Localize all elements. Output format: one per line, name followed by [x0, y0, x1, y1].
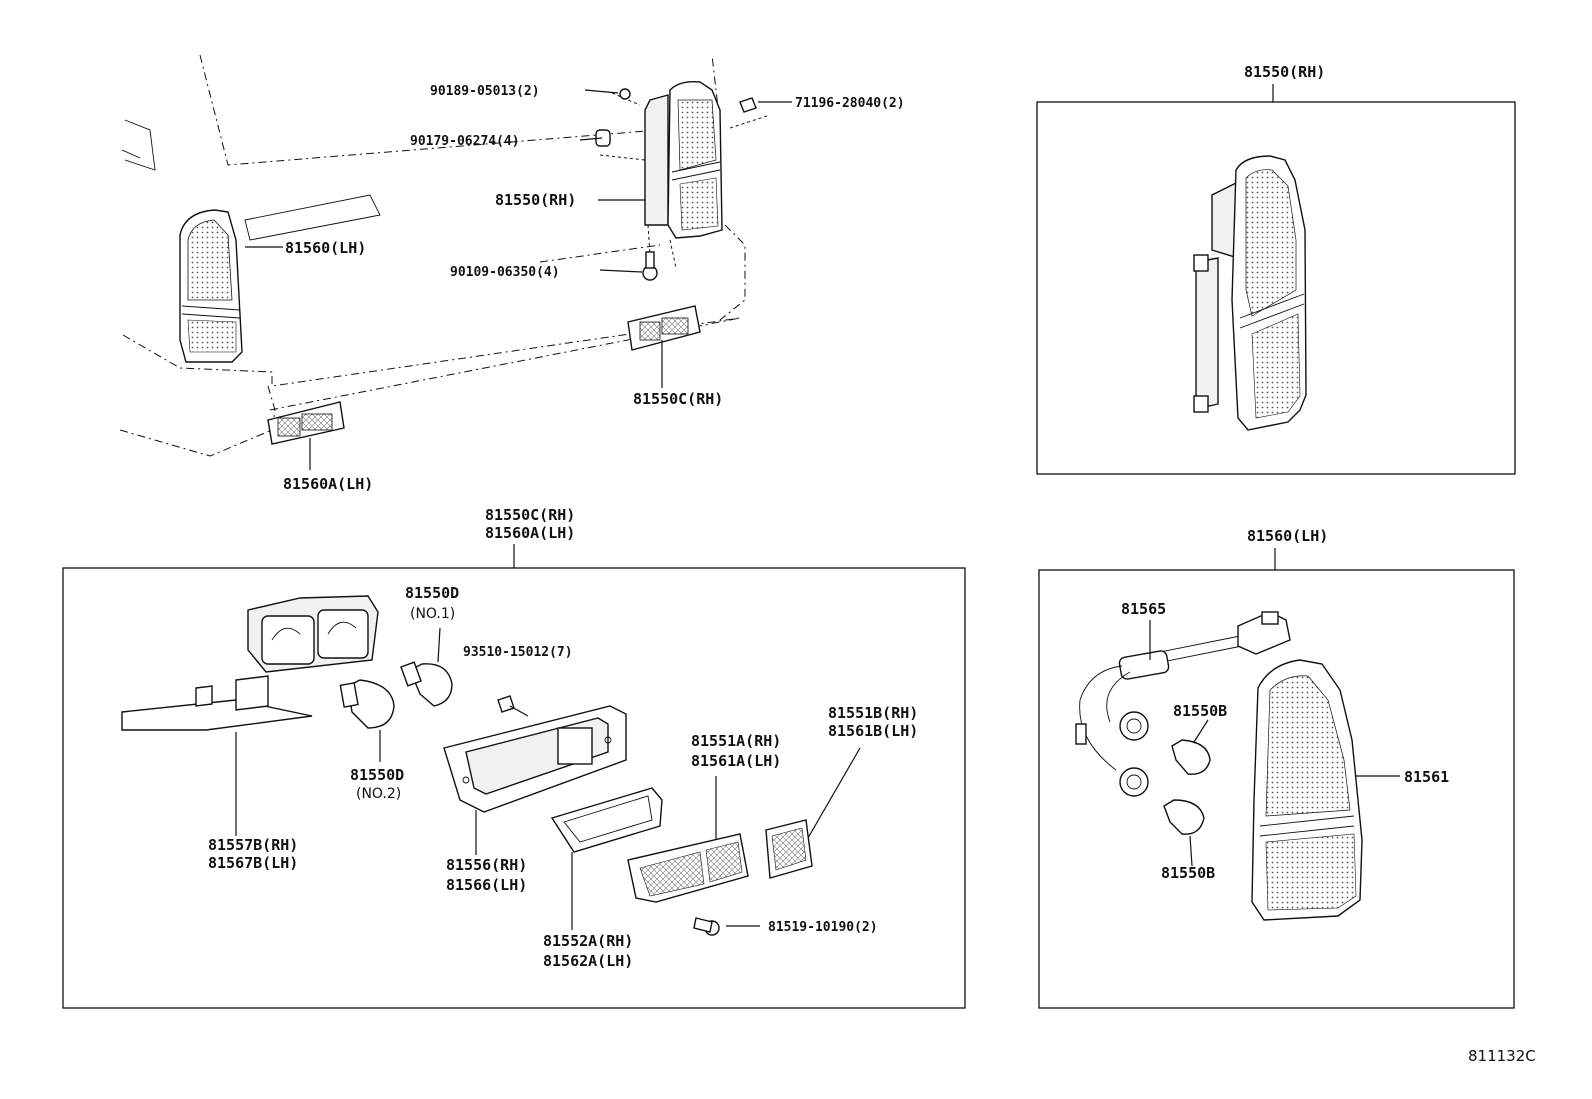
screw-81519: [693, 917, 720, 936]
panel-reflector-assembly: 81550C(RH) 81560A(LH): [62, 506, 966, 1009]
reflector-rh-overview: [627, 305, 701, 351]
tail-lamp-lh-overview: [179, 209, 243, 363]
label-81550d-no1-sub: (NO.1): [410, 606, 455, 622]
label-81557b: 81557B(RH): [208, 836, 298, 854]
clip-71196-overview: [739, 97, 757, 113]
panel-81550-title: 81550(RH): [1244, 63, 1325, 81]
reflector-socket-housing: [247, 595, 379, 673]
label-81550d-no2-sub: (NO.2): [356, 786, 401, 802]
label-81551b: 81551B(RH): [828, 704, 918, 722]
panel-81560-lh: 81560(LH): [1038, 527, 1515, 1009]
label-81567b: 81567B(LH): [208, 854, 298, 872]
label-90109: 90109-06350(4): [450, 265, 560, 280]
socket-wire-81565: [1075, 611, 1291, 797]
lens-81561: [1251, 659, 1363, 921]
panel-81550-rh: 81550(RH): [1036, 63, 1516, 475]
gasket-81552a: [550, 787, 663, 853]
label-81550b-top: 81550B: [1173, 702, 1227, 720]
label-81560a-overview: 81560A(LH): [283, 475, 373, 493]
label-81566: 81566(LH): [446, 876, 527, 894]
bulb-81550d-no1: [400, 661, 453, 707]
label-81519: 81519-10190(2): [768, 920, 878, 935]
label-81550b-bottom: 81550B: [1161, 864, 1215, 882]
label-81556: 81556(RH): [446, 856, 527, 874]
lens-81551a: [627, 833, 749, 903]
reflector-lh-overview: [267, 401, 345, 445]
label-90179: 90179-06274(4): [410, 134, 520, 149]
label-90189: 90189-05013(2): [430, 84, 540, 99]
panel-reflector-title-rh: 81550C(RH): [485, 506, 575, 524]
bulb-81550d-no2: [339, 679, 395, 729]
label-71196: 71196-28040(2): [795, 96, 905, 111]
nut-90189-overview: [584, 88, 631, 100]
label-81552a: 81552A(RH): [543, 932, 633, 950]
label-81550d-no2: 81550D: [350, 766, 404, 784]
reflector-housing-81556: [443, 705, 627, 813]
label-81550d-no1: 81550D: [405, 584, 459, 602]
panel-81560-title: 81560(LH): [1247, 527, 1328, 545]
label-93510: 93510-15012(7): [463, 645, 573, 660]
label-81561: 81561: [1404, 768, 1449, 786]
panel-reflector-title-lh: 81560A(LH): [485, 524, 575, 542]
panel-81560-frame: [1038, 569, 1515, 1009]
tail-lamp-rh-overview: [644, 80, 723, 239]
panel-reflector-frame: [62, 567, 966, 1009]
panel-81550-frame: [1036, 101, 1516, 475]
bulb-81550b-bottom: [1163, 799, 1205, 835]
cover-plate-81557b: [121, 675, 313, 731]
lens-81551b: [765, 819, 813, 879]
label-81550-overview: 81550(RH): [495, 191, 576, 209]
label-81565: 81565: [1121, 600, 1166, 618]
label-81560-overview: 81560(LH): [285, 239, 366, 257]
label-81550c-overview: 81550C(RH): [633, 390, 723, 408]
label-81551a: 81551A(RH): [691, 732, 781, 750]
label-81561b: 81561B(LH): [828, 722, 918, 740]
screw-93510: [497, 695, 529, 717]
bulb-81550b-top: [1171, 739, 1211, 775]
tail-lamp-rh-detail: [1193, 155, 1307, 431]
label-81561a: 81561A(LH): [691, 752, 781, 770]
screw-90109-overview: [642, 251, 658, 281]
label-81562a: 81562A(LH): [543, 952, 633, 970]
vehicle-rear-overview: 90189-05013(2) 71196-28040(2) 90179-0627…: [119, 54, 905, 493]
figure-code: 811132C: [1468, 1047, 1536, 1065]
